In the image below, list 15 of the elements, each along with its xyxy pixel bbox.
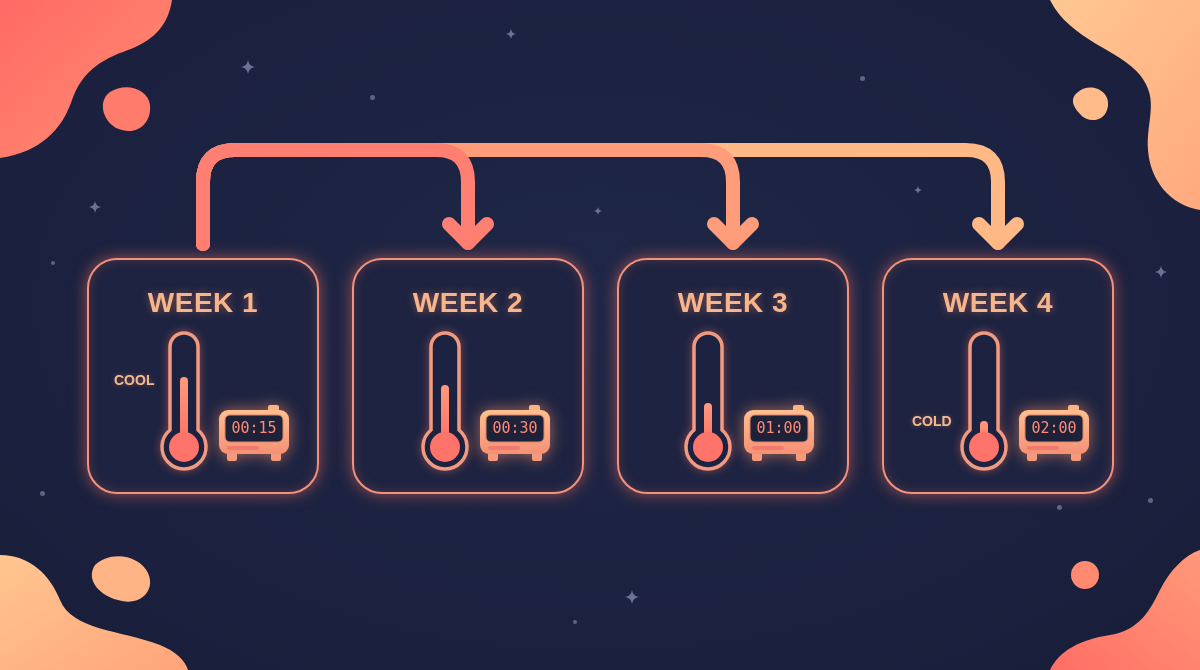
week-heading: WEEK 1 [147,289,259,317]
clock-display: 00:15 [230,418,278,439]
arrow [196,143,494,251]
clock-display: 00:30 [491,418,539,439]
week-card [617,258,849,494]
week-card [87,258,319,494]
week-card [882,258,1114,494]
temperature-label: COOL [114,373,155,387]
temperature-label: COLD [912,414,952,428]
clock-display: 02:00 [1030,418,1078,439]
week-card [352,258,584,494]
clock-display: 01:00 [755,418,803,439]
week-heading: WEEK 4 [942,289,1054,317]
week-heading: WEEK 2 [412,289,524,317]
week-heading: WEEK 3 [677,289,789,317]
